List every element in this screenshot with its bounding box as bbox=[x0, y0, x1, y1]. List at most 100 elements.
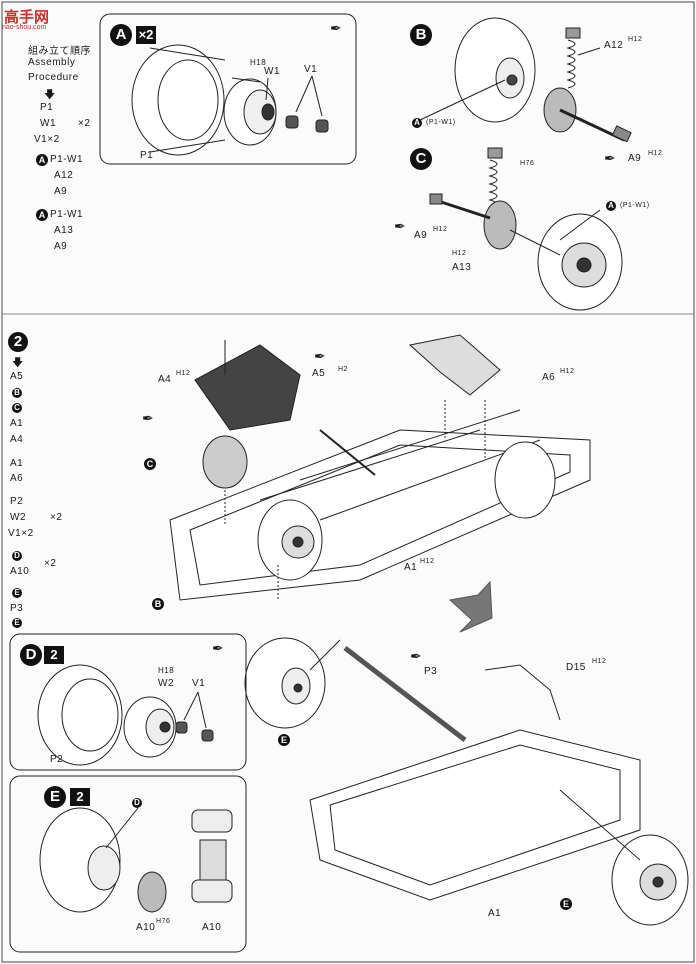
step-2-number: 2 bbox=[8, 332, 28, 352]
label-v1: V1 bbox=[304, 64, 318, 75]
label-h2: H2 bbox=[338, 366, 348, 373]
procedure-title-en-2: Procedure bbox=[28, 72, 79, 83]
label-h12: H12 bbox=[648, 150, 663, 157]
step2-item: A10 bbox=[10, 566, 30, 577]
cement-icon: ✒ bbox=[410, 648, 422, 664]
label-a1: A1 bbox=[488, 908, 502, 919]
label-a12: A12 bbox=[604, 40, 624, 51]
step2-item: A1 bbox=[10, 418, 24, 429]
label-h12: H12 bbox=[560, 368, 575, 375]
proc-a-line-1: P1 bbox=[40, 102, 54, 113]
label-h18: H18 bbox=[250, 58, 267, 67]
label-w1: W1 bbox=[264, 66, 280, 77]
label-p3: P3 bbox=[424, 666, 438, 677]
lower-chassis-drawing bbox=[244, 637, 689, 926]
label-a10: A10 bbox=[136, 922, 156, 933]
label-a10: A10 bbox=[202, 922, 222, 933]
lower-badge-e: E bbox=[560, 898, 572, 910]
proc-badge-a1: A bbox=[36, 154, 48, 166]
panel-e-drawing bbox=[39, 807, 233, 913]
panel-a-tire-drawing bbox=[131, 44, 329, 156]
label-h76: H76 bbox=[156, 918, 171, 925]
label-h12: H12 bbox=[176, 370, 191, 377]
ref-a-badge: A bbox=[412, 118, 422, 128]
proc-seq2-1: P1-W1 bbox=[50, 209, 84, 220]
proc-a-line-3: V1×2 bbox=[34, 134, 60, 145]
panel-a-mult: ×2 bbox=[136, 26, 156, 44]
label-h12: H12 bbox=[592, 658, 607, 665]
ref-p1-w1: (P1-W1) bbox=[426, 119, 456, 126]
proc-seq1-3: A9 bbox=[54, 186, 68, 197]
label-h18: H18 bbox=[158, 666, 175, 675]
cement-icon: ✒ bbox=[142, 410, 154, 426]
panel-d-border bbox=[9, 633, 247, 771]
label-h12: H12 bbox=[452, 250, 467, 257]
label-h76: H76 bbox=[520, 160, 535, 167]
proc-a-line-2: W1 bbox=[40, 118, 56, 129]
down-arrow-icon: 🡇 bbox=[12, 357, 24, 369]
label-p1: P1 bbox=[140, 150, 154, 161]
panel-e-letter: E bbox=[44, 786, 66, 808]
step2-badge-c: C bbox=[12, 403, 22, 413]
step2-item: A6 bbox=[10, 473, 24, 484]
step2-badge-e: E bbox=[12, 588, 22, 598]
main-badge-b: B bbox=[152, 598, 164, 610]
step2-mult-p2: ×2 bbox=[50, 512, 63, 523]
step2-item: P2 bbox=[10, 496, 24, 507]
cement-icon: ✒ bbox=[394, 218, 406, 234]
label-a1: A1 bbox=[404, 562, 418, 573]
label-h12: H12 bbox=[628, 36, 643, 43]
label-a6: A6 bbox=[542, 372, 556, 383]
label-a9: A9 bbox=[628, 153, 642, 164]
down-arrow-icon: 🡇 bbox=[44, 89, 56, 101]
panel-e-border bbox=[9, 775, 247, 953]
main-badge-c: C bbox=[144, 458, 156, 470]
step2-item: V1×2 bbox=[8, 528, 34, 539]
proc-seq1-2: A12 bbox=[54, 170, 74, 181]
ref-d-badge: D bbox=[132, 798, 142, 808]
step2-item: A1 bbox=[10, 458, 24, 469]
label-a4: A4 bbox=[158, 374, 172, 385]
label-v1: V1 bbox=[192, 678, 206, 689]
label-w2: W2 bbox=[158, 678, 174, 689]
label-a13: A13 bbox=[452, 262, 472, 273]
panel-a-letter: A bbox=[110, 24, 132, 46]
panel-d-letter: D bbox=[20, 644, 42, 666]
step2-item: A4 bbox=[10, 434, 24, 445]
step2-item: W2 bbox=[10, 512, 26, 523]
step2-item: P3 bbox=[10, 603, 24, 614]
panel-a-border bbox=[99, 13, 357, 165]
procedure-title-jp: 組み立て順序 bbox=[28, 46, 91, 57]
step2-badge-b: B bbox=[12, 388, 22, 398]
proc-seq1-1: P1-W1 bbox=[50, 154, 84, 165]
cement-icon: ✒ bbox=[604, 150, 616, 166]
proc-a-mult: ×2 bbox=[78, 118, 91, 129]
step2-badge-e: E bbox=[12, 618, 22, 628]
label-p2: P2 bbox=[50, 754, 64, 765]
label-h12: H12 bbox=[420, 558, 435, 565]
ref-a-badge: A bbox=[606, 201, 616, 211]
proc-seq2-3: A9 bbox=[54, 241, 68, 252]
proc-badge-a2: A bbox=[36, 209, 48, 221]
label-d15: D15 bbox=[566, 662, 586, 673]
cement-icon: ✒ bbox=[330, 20, 342, 36]
panel-e-mult: 2 bbox=[70, 788, 90, 806]
cement-icon: ✒ bbox=[212, 640, 224, 656]
proc-seq2-2: A13 bbox=[54, 225, 74, 236]
ref-p1-w1: (P1-W1) bbox=[620, 202, 650, 209]
step2-mult-d: ×2 bbox=[44, 558, 57, 569]
panel-c-letter: C bbox=[410, 148, 432, 170]
step2-item: A5 bbox=[10, 371, 24, 382]
main-chassis-drawing bbox=[169, 334, 591, 601]
label-a9: A9 bbox=[414, 230, 428, 241]
cement-icon: ✒ bbox=[314, 348, 326, 364]
procedure-title-en-1: Assembly bbox=[28, 57, 76, 68]
lower-badge-e: E bbox=[278, 734, 290, 746]
watermark-logo: 高手网 bbox=[4, 9, 50, 26]
panel-b-letter: B bbox=[410, 24, 432, 46]
panel-d-mult: 2 bbox=[44, 646, 64, 664]
panel-b-drawing bbox=[419, 17, 632, 143]
label-a5: A5 bbox=[312, 368, 326, 379]
